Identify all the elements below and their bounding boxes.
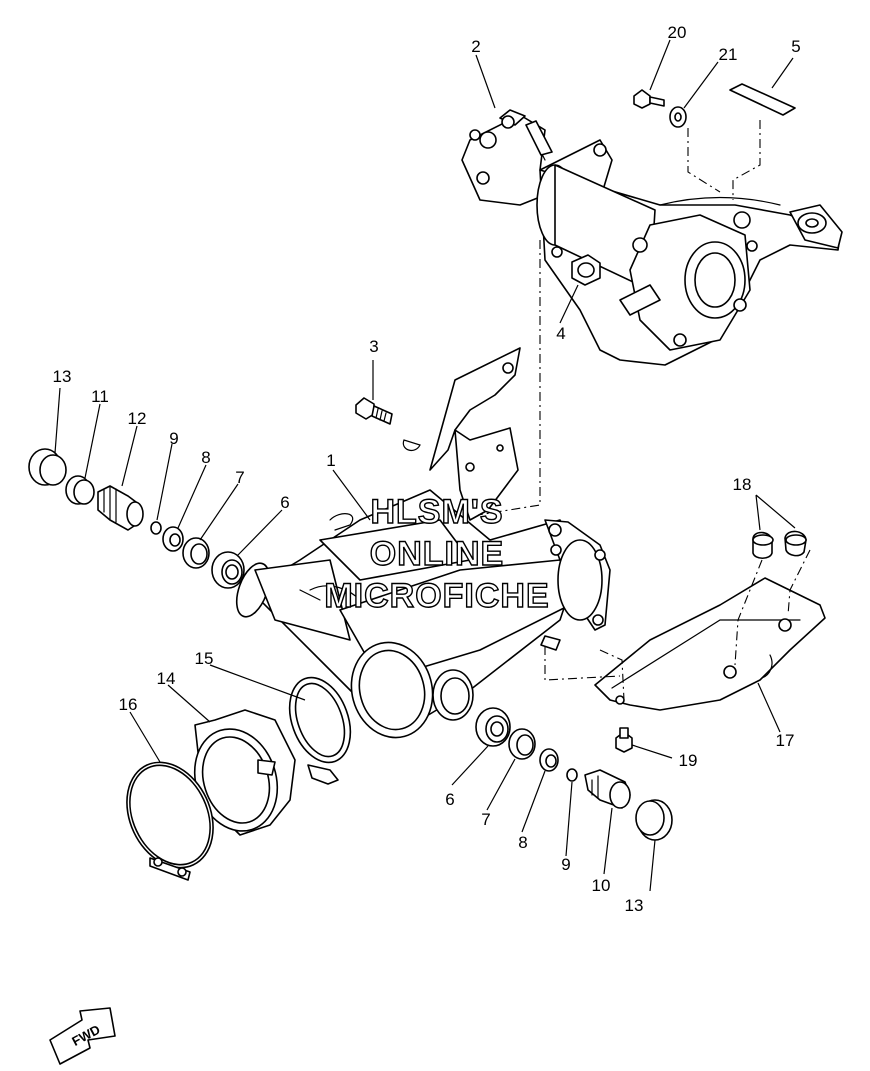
watermark-line-3: MICROFICHE <box>324 577 549 615</box>
damper-part-18 <box>752 530 807 560</box>
assembly-guide-lines <box>477 120 811 701</box>
collar-part-7-right <box>508 728 536 760</box>
callout-17: 17 <box>776 731 795 750</box>
callout-21: 21 <box>719 45 738 64</box>
callout-4: 4 <box>556 324 565 343</box>
watermark: HLSM'S ONLINE MICROFICHE <box>324 492 550 615</box>
axle-housing-part-2 <box>461 109 843 366</box>
callout-16: 16 <box>119 695 138 714</box>
callout-7-left: 7 <box>235 468 244 487</box>
bolt-part-20 <box>633 89 665 109</box>
watermark-line-1: HLSM'S <box>370 493 503 531</box>
oil-seal-part-8-right <box>539 748 559 772</box>
bearing-part-6-right <box>475 707 511 747</box>
pivot-bolt-part-10 <box>584 769 631 809</box>
protector-part-17 <box>594 577 826 711</box>
callout-6-right: 6 <box>445 790 454 809</box>
forward-direction-arrow: FWD <box>49 1007 116 1065</box>
callout-13-left: 13 <box>53 367 72 386</box>
nut-part-4 <box>571 254 601 286</box>
callout-20: 20 <box>668 23 687 42</box>
swingarm-part-1 <box>235 347 611 739</box>
callout-9-left: 9 <box>169 429 178 448</box>
callout-13-right: 13 <box>625 896 644 915</box>
pivot-shaft-part-12 <box>97 485 144 531</box>
o-ring-part-9-left <box>150 521 162 535</box>
watermark-line-2: ONLINE <box>370 535 504 573</box>
callout-8-right: 8 <box>518 833 527 852</box>
leader-lines <box>54 39 796 892</box>
bolt-part-19 <box>615 727 633 753</box>
hose-clamp-part-16 <box>126 761 214 881</box>
callout-8-left: 8 <box>201 448 210 467</box>
callout-10: 10 <box>592 876 611 895</box>
callout-3: 3 <box>369 337 378 356</box>
callout-9-right: 9 <box>561 855 570 874</box>
bolt-part-3 <box>355 397 393 425</box>
callout-11: 11 <box>91 387 109 406</box>
bushing-part-11 <box>65 475 95 505</box>
callout-1: 1 <box>326 451 335 470</box>
callout-6-left: 6 <box>280 493 289 512</box>
dust-cap-part-13-right <box>635 799 673 841</box>
washer-part-21 <box>669 106 687 128</box>
boot-part-14 <box>193 709 296 836</box>
label-part-5 <box>729 83 796 116</box>
dust-cap-part-13-left <box>28 448 67 486</box>
callout-15: 15 <box>195 649 214 668</box>
callout-14: 14 <box>157 669 176 688</box>
callout-18: 18 <box>733 475 752 494</box>
bearing-part-6-left <box>211 551 245 589</box>
gasket-part-15 <box>288 676 352 785</box>
callout-labels: 2 20 21 5 4 3 13 11 12 9 8 7 6 1 18 15 1… <box>53 23 801 915</box>
callout-2: 2 <box>471 37 480 56</box>
callout-19: 19 <box>679 751 698 770</box>
o-ring-part-9-right <box>566 768 578 782</box>
callout-12: 12 <box>128 409 147 428</box>
collar-part-7-left <box>182 537 210 569</box>
callout-7-right: 7 <box>481 810 490 829</box>
callout-5: 5 <box>791 37 800 56</box>
oil-seal-part-8-left <box>162 526 184 552</box>
